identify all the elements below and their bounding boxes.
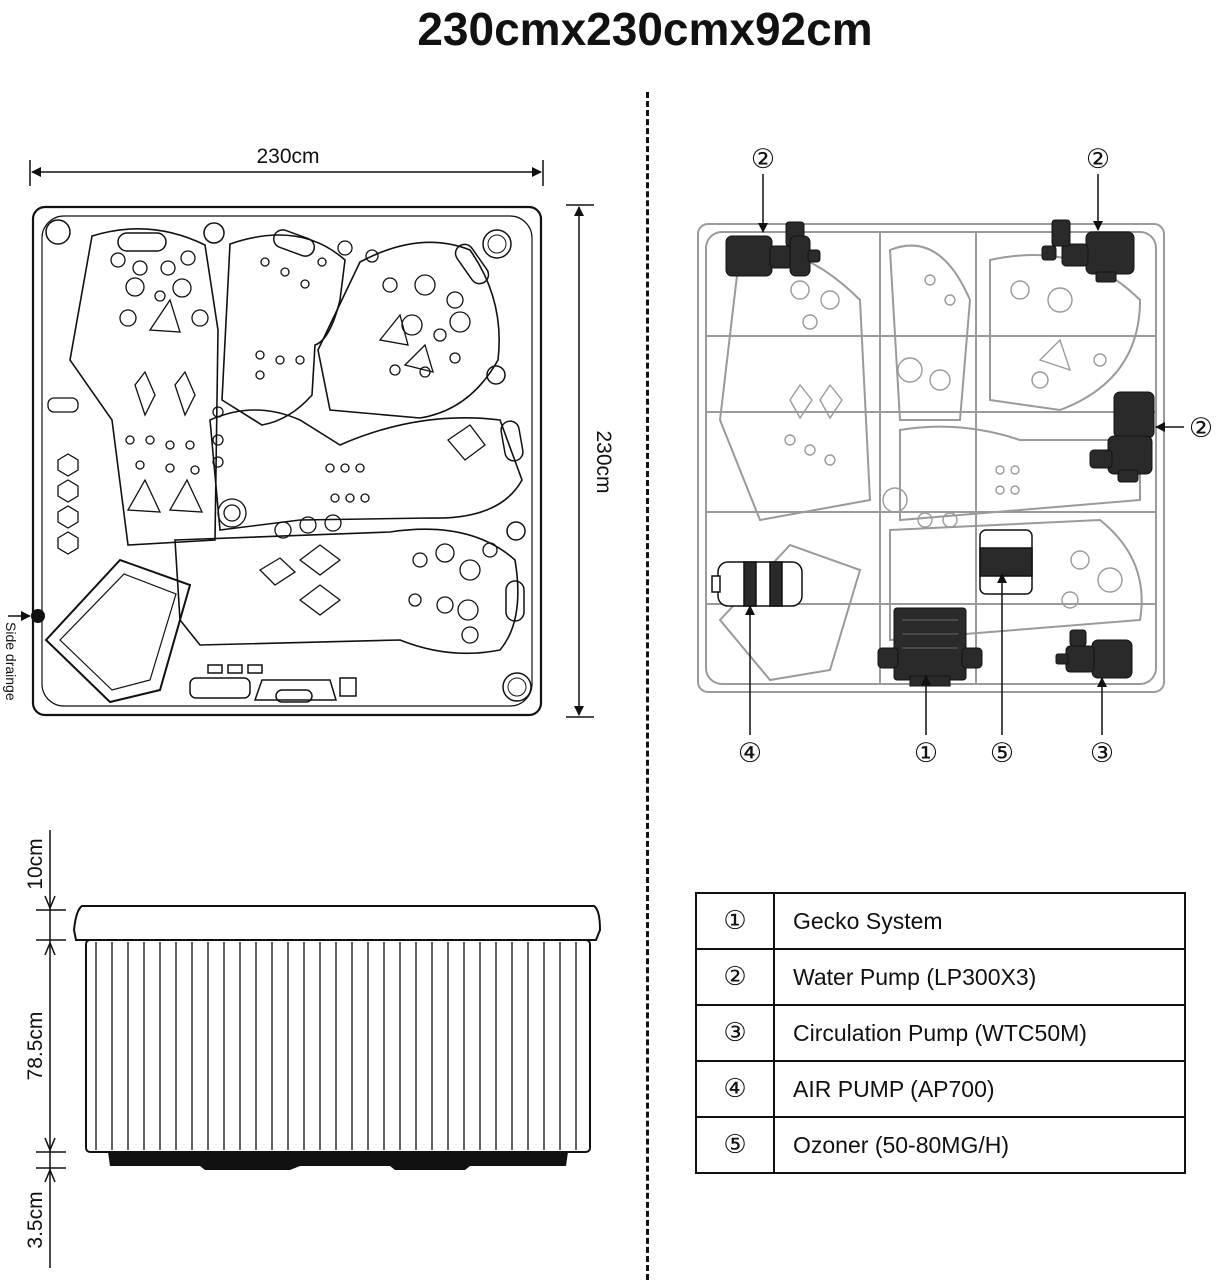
component-legend: ① Gecko System ② Water Pump (LP300X3) ③ … <box>695 892 1186 1174</box>
callout-water-pump-top-left: ② <box>751 144 775 175</box>
legend-row: ③ Circulation Pump (WTC50M) <box>695 1004 1186 1062</box>
legend-label: AIR PUMP (AP700) <box>773 1060 1186 1118</box>
side-dim-bottom: 3.5cm <box>24 1191 47 1248</box>
legend-row: ⑤ Ozoner (50-80MG/H) <box>695 1116 1186 1174</box>
callout-ozoner: ⑤ <box>990 738 1014 769</box>
callout-circulation-pump: ③ <box>1090 738 1114 769</box>
side-view: 10cm 78.5cm 3.5cm <box>24 830 602 1268</box>
side-dim-middle: 78.5cm <box>24 1012 47 1081</box>
legend-label: Water Pump (LP300X3) <box>773 948 1186 1006</box>
legend-label: Ozoner (50-80MG/H) <box>773 1116 1186 1174</box>
legend-number: ⑤ <box>695 1116 775 1174</box>
side-dim-top: 10cm <box>24 838 47 889</box>
legend-number: ② <box>695 948 775 1006</box>
legend-row: ① Gecko System <box>695 892 1186 950</box>
legend-number: ④ <box>695 1060 775 1118</box>
legend-number: ③ <box>695 1004 775 1062</box>
callout-water-pump-top-right: ② <box>1086 144 1110 175</box>
legend-number: ① <box>695 892 775 950</box>
section-divider <box>646 92 649 1280</box>
legend-row: ④ AIR PUMP (AP700) <box>695 1060 1186 1118</box>
side-drain-label: Side drainge <box>3 622 19 701</box>
page-title: 230cmx230cmx92cm <box>417 3 873 55</box>
components-view: ② ② ② ④ ① ⑤ ③ <box>697 144 1213 769</box>
callout-water-pump-right: ② <box>1189 413 1213 444</box>
callout-air-pump: ④ <box>738 738 762 769</box>
top-width-label: 230cm <box>256 145 319 168</box>
top-view: 230cm 230cm <box>3 145 615 718</box>
legend-row: ② Water Pump (LP300X3) <box>695 948 1186 1006</box>
legend-label: Gecko System <box>773 892 1186 950</box>
callout-gecko-system: ① <box>914 738 938 769</box>
top-depth-label: 230cm <box>592 430 615 493</box>
legend-label: Circulation Pump (WTC50M) <box>773 1004 1186 1062</box>
